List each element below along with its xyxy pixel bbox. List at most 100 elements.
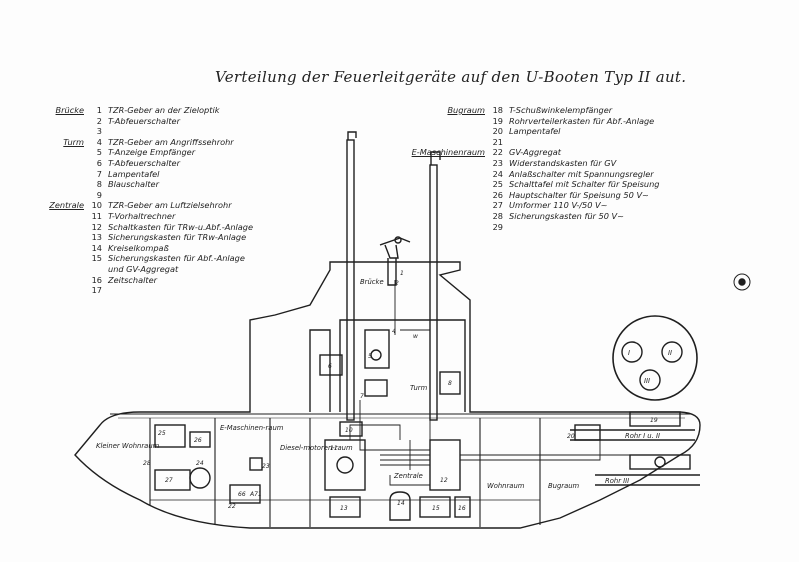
legend-section: Zentrale [49,200,84,211]
equip-label-7: 7 [360,393,364,400]
periscope-attack [346,139,355,421]
legend-row: 25 Schalttafel mit Schalter für Speisung [405,179,660,190]
section-tube-2: I [628,349,630,357]
equip-label-22: 22 [228,503,236,510]
equip-label-1: 1 [400,270,404,277]
legend-number: 24 [492,168,503,179]
legend-number: 12 [91,221,102,232]
torpedo-tube-3 [595,474,700,486]
legend-number: 25 [492,179,503,190]
equip-label-16: 16 [458,505,466,512]
equip-label-4: 4 [392,328,396,335]
legend-number: 7 [96,168,102,179]
legend-section: Turm [63,136,84,147]
equip-label-w: w [413,333,418,340]
legend-number: 19 [492,115,503,126]
legend-description: T-Vorhaltrechner [108,210,176,221]
legend-row: 16 Zeitschalter [40,275,253,286]
legend-description: TZR-Geber am Luftzielsehrohr [108,200,232,211]
legend-row: 24 Anlaßschalter mit Spannungsregler [405,169,659,180]
equip-label-12: 12 [440,477,448,484]
equip-label-24: 24 [196,460,204,467]
equip-label-10: 10 [345,427,353,434]
legend-number: 14 [91,242,102,253]
legend-number: 8 [96,179,102,190]
legend-row: 7 Lampentafel [40,169,253,180]
legend-section: Bugraum [447,105,485,115]
legend-description: TZR-Geber an der Zieloptik [108,105,220,115]
legend-row: 19 Rohrverteilerkasten für Abf.-Anlage [405,116,659,127]
legend-number: 23 [492,157,503,168]
legend-description: Sicherungskasten für TRw-Anlage [108,232,247,243]
equip-label-14: 14 [397,500,405,507]
legend-number: 18 [492,105,503,115]
label-zentrale: Zentrale [393,472,423,480]
equip-label-23: 23 [262,463,270,470]
legend-row: 9 [40,190,253,201]
torpedo-tube-1-2 [570,429,695,441]
legend-number: 1 [96,105,102,115]
legend-description: Lampentafel [509,126,561,137]
equip-label-19: 19 [650,417,658,424]
legend-number: 11 [91,210,102,221]
legend-description: Zeitschalter [108,274,157,285]
legend-description: GV-Aggregat [509,147,562,158]
legend-number: 6 [96,157,102,168]
label-e-maschinenraum: E-Maschinen-raum [220,424,284,432]
equip-label-66: 66 [238,491,246,498]
label-turm: Turm [410,384,428,392]
legend-description: Schaltkasten für TRw-u.Abf.-Anlage [108,221,254,232]
legend-description: T-Anzeige Empfänger [108,147,196,158]
legend-row: 3 [40,126,253,137]
legend-description: Schalttafel mit Schalter für Speisung [509,179,660,190]
legend-number: 16 [91,274,102,285]
legend-row: 17 [40,285,253,296]
legend-description: Kreiselkompaß [108,242,169,253]
equip-label-15: 15 [432,505,440,512]
legend-section: Brücke [55,105,84,115]
legend-number: 4 [96,136,102,147]
legend-description: Rohrverteilerkasten für Abf.-Anlage [509,115,655,126]
legend-number: 17 [91,285,102,296]
legend-row: 29 [405,222,659,233]
label-rohr-3: Rohr III [605,477,629,485]
label-rohr-1-2: Rohr I u. II [625,432,660,440]
equip-label-2: 2 [395,280,399,287]
legend-number: 3 [96,126,102,137]
legend-description: Lampentafel [108,168,160,179]
label-wohnraum: Wohnraum [487,482,525,490]
legend-description: TZR-Geber am Angriffssehrohr [108,136,234,147]
legend-description: Umformer 110 V-/50 V~ [509,200,608,211]
equip-label-28: 28 [143,460,151,467]
equip-label-a71: A71 [249,491,262,498]
legend-row: 6 T-Abfeuerschalter [40,158,253,169]
legend-row: und GV-Aggregat [40,264,253,275]
legend-row: Bugraum 18 T-Schußwinkelempfänger [405,105,659,116]
equip-label-26: 26 [194,437,202,444]
section-tube-3: III [644,377,650,385]
legend-number: 9 [96,189,102,200]
legend-description: T-Abfeuerschalter [108,157,180,168]
legend-description: T-Abfeuerschalter [108,115,180,126]
equip-label-27: 27 [165,477,173,484]
conning-tower [309,329,331,412]
legend-number: 22 [492,147,503,158]
legend-description: T-Schußwinkelempfänger [509,105,613,115]
legend-row: 11 T-Vorhaltrechner [40,211,253,222]
label-dieselmotorenraum: Diesel-motoren-raum [280,444,353,452]
equip-label-11: 11 [330,445,338,452]
legend-description: Anlaßschalter mit Spannungsregler [509,168,654,179]
legend-number: 13 [91,232,102,243]
legend-number: 29 [492,221,503,232]
equip-label-8: 8 [448,380,452,387]
equip-label-6: 6 [328,363,332,370]
hull-cross-section [612,315,698,401]
